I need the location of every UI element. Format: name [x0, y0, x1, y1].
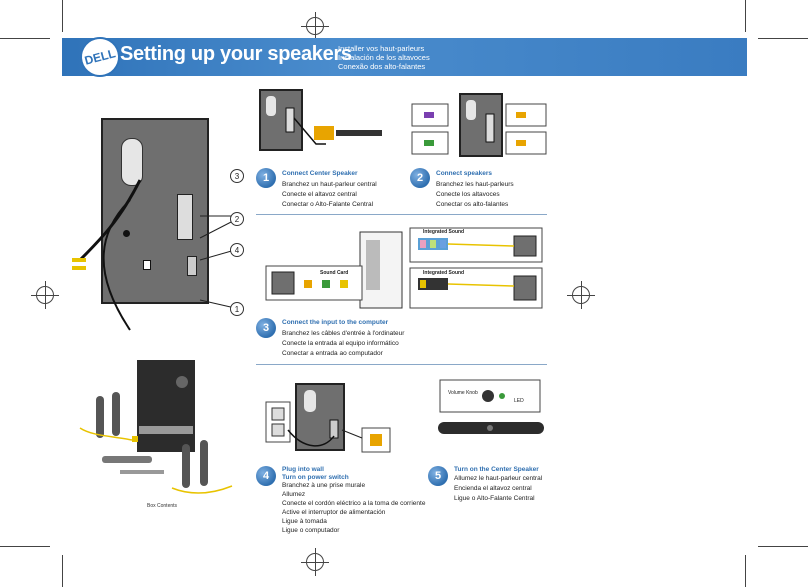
step-5-line: Encienda el altavoz central	[454, 485, 532, 492]
integrated-sound-label: Integrated Sound	[423, 229, 465, 235]
step-3-line: Conecte la entrada al equipo informático	[282, 340, 399, 347]
panel-handle	[121, 138, 143, 186]
power-connect-illustration	[265, 383, 391, 453]
port-box	[143, 260, 151, 270]
subtitle-es: Instalación de los altavoces	[338, 53, 430, 62]
power-indicator	[123, 230, 130, 237]
crop-mark	[745, 0, 746, 32]
cable-illustration	[72, 179, 236, 331]
step-4-line: Branchez à une prise murale	[282, 482, 366, 489]
crop-mark	[0, 38, 50, 39]
callout-1: 1	[230, 302, 244, 316]
step-3-line: Branchez les câbles d'entrée à l'ordinat…	[282, 330, 405, 337]
led-label: LED	[514, 398, 524, 404]
registration-mark	[301, 548, 329, 576]
integrated-sound-label: Integrated Sound	[423, 270, 465, 276]
section-divider	[256, 364, 547, 365]
step-4-line: Ligue à tomada	[282, 518, 327, 525]
step-4-line: Conecte el cordón eléctrico a la toma de…	[282, 500, 426, 507]
section-divider	[256, 214, 547, 215]
step-4-line: Allumez	[282, 491, 306, 498]
subwoofer-back-panel	[101, 118, 209, 304]
step-5-title: Turn on the Center Speaker	[454, 466, 539, 473]
center-speaker-on-illustration	[438, 379, 544, 434]
step-4-number: 4	[256, 466, 276, 486]
step-4-line: Ligue o computador	[282, 527, 340, 534]
volume-knob-label: Volume Knob	[448, 390, 478, 396]
registration-mark	[567, 281, 595, 309]
callout-2: 2	[230, 212, 244, 226]
crop-mark	[758, 38, 808, 39]
page-title: Setting up your speakers	[120, 43, 352, 65]
header-banner	[62, 38, 747, 76]
crop-mark	[62, 0, 63, 32]
step-2-line: Branchez les haut-parleurs	[436, 181, 514, 188]
step-2-number: 2	[410, 168, 430, 188]
satellite-speakers-connect-illustration	[411, 93, 547, 157]
callout-3: 3	[230, 169, 244, 183]
step-4-line: Active el interruptor de alimentación	[282, 509, 386, 516]
crop-mark	[0, 546, 50, 547]
step-1-title: Connect Center Speaker	[282, 170, 358, 177]
subtitle-pt: Conexão dos alto-falantes	[338, 62, 426, 71]
subtitle-fr: Installer vos haut-parleurs	[338, 44, 425, 53]
registration-mark	[301, 12, 329, 40]
crop-mark	[758, 546, 808, 547]
input-jacks	[177, 194, 193, 240]
power-switch	[187, 256, 197, 276]
step-1-line: Conectar o Alto-Falante Central	[282, 201, 374, 208]
step-1-line: Branchez un haut-parleur central	[282, 181, 377, 188]
center-speaker-connect-illustration	[259, 89, 382, 151]
step-2-title: Connect speakers	[436, 170, 492, 177]
step-1-line: Conecte el altavoz central	[282, 191, 357, 198]
registration-mark	[31, 281, 59, 309]
sound-card-label: Sound Card	[320, 270, 349, 276]
step-5-number: 5	[428, 466, 448, 486]
step-2-line: Conectar os alto-falantes	[436, 201, 509, 208]
box-contents-illustration	[79, 360, 233, 494]
callout-4: 4	[230, 243, 244, 257]
step-4-title: Plug into wall	[282, 466, 324, 473]
crop-mark	[745, 555, 746, 587]
computer-input-illustration	[265, 227, 543, 309]
box-contents-caption: Box Contents	[147, 503, 178, 509]
step-4-title-2: Turn on power switch	[282, 474, 349, 481]
step-3-line: Conectar a entrada ao computador	[282, 350, 383, 357]
step-3-title: Connect the input to the computer	[282, 319, 389, 326]
step-1-number: 1	[256, 168, 276, 188]
step-5-line: Allumez le haut-parleur central	[454, 475, 543, 482]
crop-mark	[62, 555, 63, 587]
step-2-line: Conecte los altavoces	[436, 191, 500, 198]
step-5-line: Ligue o Alto-Falante Central	[454, 495, 535, 502]
step-3-number: 3	[256, 318, 276, 338]
